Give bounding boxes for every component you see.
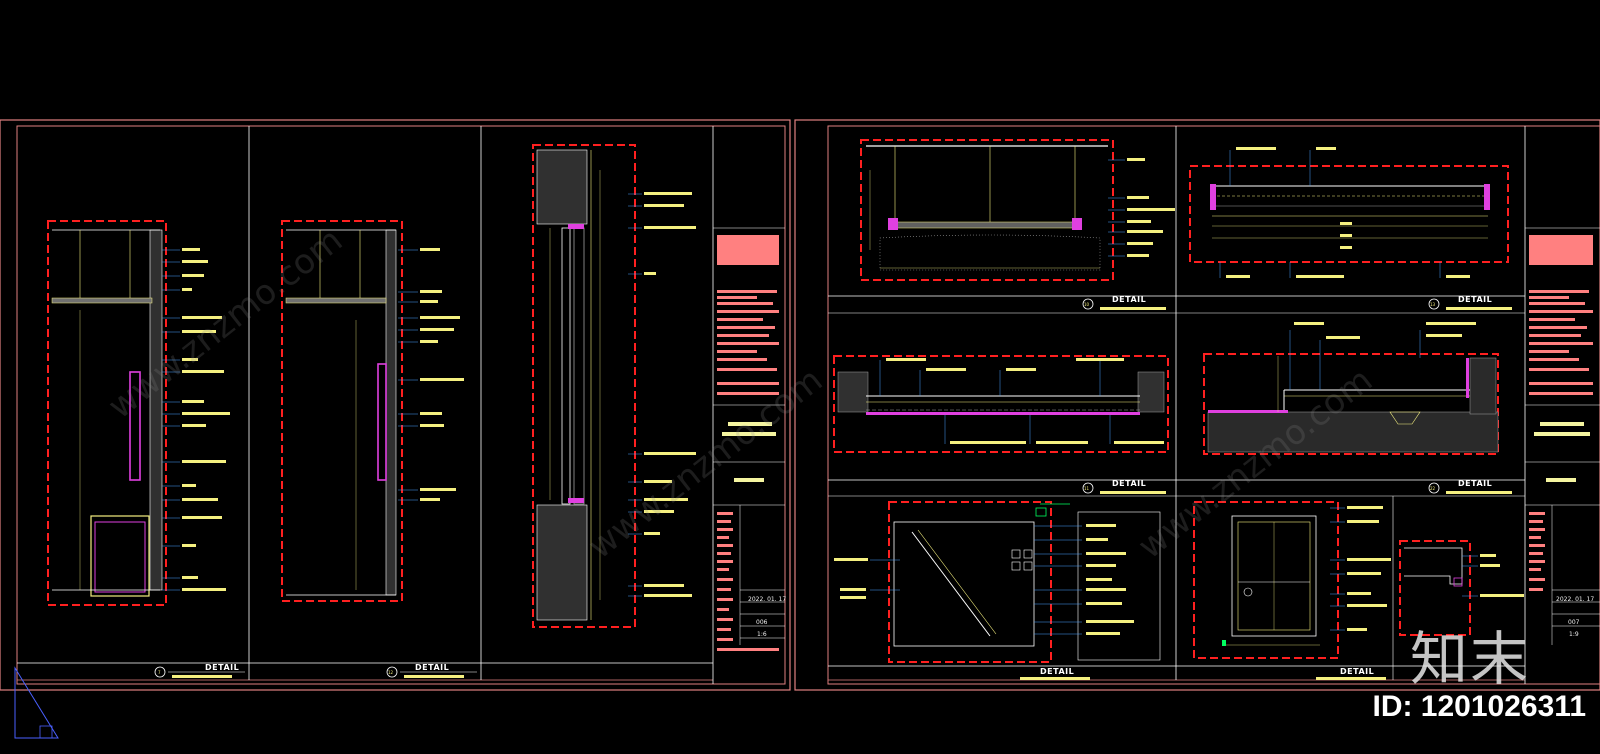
- annotation-bars: [182, 248, 230, 591]
- detail-label: DETAIL: [1040, 667, 1074, 676]
- cabinet: [90, 515, 150, 597]
- detail-number: 10: [1084, 302, 1090, 307]
- titleblock-right: 2022. 01. 17 007 1:9: [1525, 227, 1600, 645]
- detail-drawing-1: [47, 220, 230, 606]
- ucs-icon: [14, 666, 59, 739]
- watermark-logo: 知末: [1409, 625, 1530, 693]
- detail-title-r4: 22 DETAIL: [1428, 479, 1512, 494]
- ceiling-line: [51, 297, 153, 304]
- detail-drawing-r7: [1399, 540, 1524, 636]
- detail-label: DETAIL: [1458, 479, 1492, 488]
- detail-title-r6: DETAIL: [1316, 667, 1386, 680]
- ceiling-line: [285, 297, 387, 304]
- detail-number: 11: [1084, 486, 1090, 491]
- sheet-right: 10 DETAIL 13 DETAIL 11 DETAIL 22 DETAIL: [794, 119, 1600, 691]
- detail-drawing-r6: [1193, 501, 1391, 659]
- detail-drawing-3: [532, 144, 696, 628]
- detail-drawing-r1: [860, 139, 1175, 281]
- detail-boundary: [532, 144, 636, 628]
- detail-title-r1: 10 DETAIL: [1082, 295, 1166, 310]
- detail-number: 22: [1430, 486, 1436, 491]
- detail-label: DETAIL: [1112, 295, 1146, 304]
- detail-boundary: [1399, 540, 1471, 636]
- wall-section: [149, 229, 163, 591]
- watermark-diagonal-text: www.znzmo.com: [1131, 360, 1380, 567]
- detail-title-2: 12 DETAIL: [386, 663, 477, 678]
- sheet-left: 7 DETAIL 12 DETAIL: [0, 119, 791, 691]
- titleblock-date: 2022. 01. 17: [1556, 596, 1594, 603]
- wall-section: [385, 229, 397, 596]
- slab-section: [536, 504, 588, 621]
- detail-title-r3: 11 DETAIL: [1082, 479, 1166, 494]
- detail-boundary: [833, 355, 1169, 453]
- detail-title-r2: 13 DETAIL: [1428, 295, 1512, 310]
- watermark-diagonal-text: www.znzmo.com: [581, 360, 830, 567]
- titleblock-sheet-no: 007: [1568, 619, 1580, 626]
- detail-label: DETAIL: [205, 663, 239, 672]
- detail-boundary: [888, 501, 1052, 663]
- leader-lines: [162, 249, 180, 591]
- detail-label: DETAIL: [1112, 479, 1146, 488]
- detail-boundary: [47, 220, 167, 606]
- detail-number: 12: [388, 670, 394, 675]
- sheet-right-inner-border: [827, 125, 1600, 685]
- detail-boundary: [860, 139, 1114, 281]
- detail-number: 13: [1430, 302, 1436, 307]
- slab-section: [536, 149, 588, 225]
- detail-drawing-2: [281, 220, 464, 602]
- watermark-diagonal-text: www.znzmo.com: [101, 220, 350, 427]
- detail-drawing-r3: [833, 355, 1169, 453]
- titleblock-scale: 1:9: [1569, 631, 1579, 638]
- panel-strip: [129, 371, 141, 481]
- detail-title-1: 7 DETAIL: [154, 663, 245, 678]
- detail-label: DETAIL: [1340, 667, 1374, 676]
- detail-drawing-r5: [834, 501, 1161, 663]
- detail-drawing-r2: [1189, 147, 1509, 278]
- titleblock-notes: [717, 235, 779, 395]
- watermark-id: ID: 1201026311: [1372, 690, 1586, 723]
- detail-title-r5: DETAIL: [1020, 667, 1090, 680]
- detail-number: 7: [158, 670, 161, 675]
- detail-boundary: [1203, 353, 1499, 455]
- detail-boundary: [1189, 165, 1509, 263]
- detail-boundary: [281, 220, 403, 602]
- titleblock-left: 2022. 01. 17 006 1:6: [713, 227, 786, 651]
- titleblock-date: 2022. 01. 17: [748, 596, 786, 603]
- sheet-right-outer-border: [794, 119, 1600, 691]
- detail-drawing-r4: [1203, 322, 1499, 455]
- detail-label: DETAIL: [415, 663, 449, 672]
- detail-label: DETAIL: [1458, 295, 1492, 304]
- titleblock-sheet-no: 006: [756, 619, 768, 626]
- titleblock-scale: 1:6: [757, 631, 767, 638]
- sheet-left-outer-border: [0, 119, 791, 691]
- panel-strip: [377, 363, 387, 481]
- detail-boundary: [1193, 501, 1339, 659]
